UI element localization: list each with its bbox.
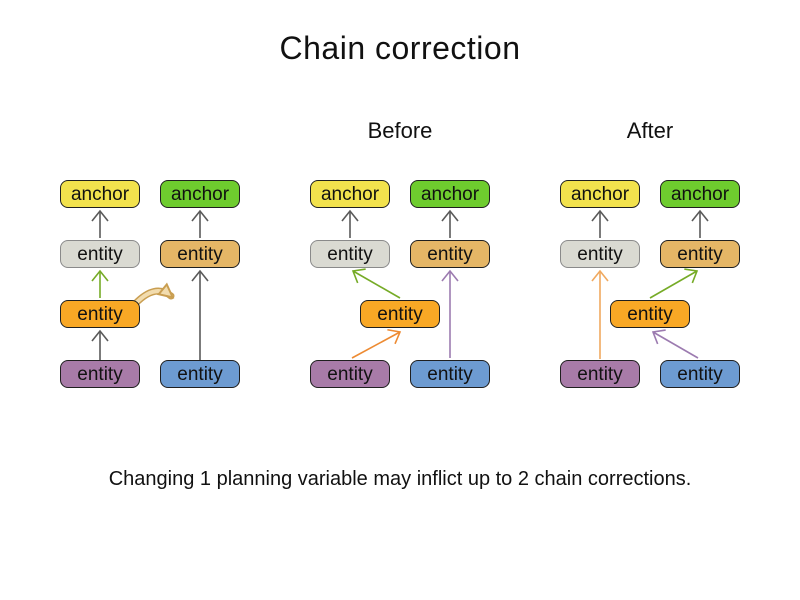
group-label-before: Before [367,118,433,143]
node-entity-tan: entity [660,240,740,268]
arrow-orange-to-tan [649,268,699,299]
node-entity-purple: entity [560,360,640,388]
node-anchor-green: anchor [410,180,490,208]
node-anchor-yellow: anchor [560,180,640,208]
node-anchor-yellow: anchor [60,180,140,208]
node-entity-blue: entity [410,360,490,388]
move-indicator-arrow [131,291,175,308]
diagram-title: Chain correction [279,30,521,66]
group-label-after: After [626,118,674,143]
caption-text: Changing 1 planning variable may inflict… [108,468,692,490]
node-entity-purple: entity [310,360,390,388]
node-entity-purple: entity [60,360,140,388]
node-entity-orange: entity [610,300,690,328]
node-entity-orange: entity [60,300,140,328]
node-entity-blue: entity [660,360,740,388]
node-anchor-green: anchor [160,180,240,208]
node-entity-gray: entity [310,240,390,268]
node-anchor-yellow: anchor [310,180,390,208]
node-entity-gray: entity [560,240,640,268]
node-entity-gray: entity [60,240,140,268]
node-anchor-green: anchor [660,180,740,208]
node-entity-orange: entity [360,300,440,328]
node-entity-tan: entity [160,240,240,268]
node-entity-tan: entity [410,240,490,268]
node-entity-blue: entity [160,360,240,388]
arrow-blue-to-orange [651,329,699,359]
arrow-purple-to-orange [351,328,402,359]
arrow-orange-to-gray [351,268,401,299]
